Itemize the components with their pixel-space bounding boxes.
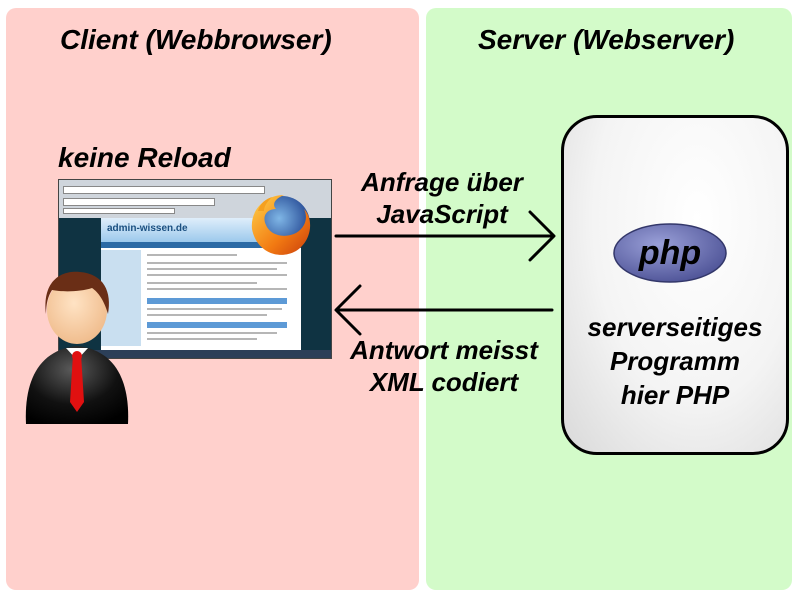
response-label: Antwort meisst XML codiert [324, 334, 564, 398]
server-program-box [561, 115, 789, 455]
server-title: Server (Webserver) [478, 24, 735, 55]
request-arrow [334, 210, 556, 262]
browser-site-name: admin-wissen.de [107, 223, 188, 234]
server-program-line-1: serverseitiges [587, 312, 763, 342]
response-line-1: Antwort meisst [350, 335, 538, 365]
request-line-1: Anfrage über [361, 167, 523, 197]
person-icon [25, 271, 129, 424]
server-program-line-3: hier PHP [620, 380, 730, 410]
client-title: Client (Webbrowser) [60, 24, 332, 55]
browser-taskbar [59, 350, 331, 358]
server-program-label: serverseitiges Programm hier PHP [561, 310, 789, 412]
request-label: Anfrage über JavaScript [322, 166, 562, 230]
php-logo: php [613, 223, 727, 283]
php-logo-text: php [638, 234, 701, 272]
response-line-2: XML codiert [369, 367, 519, 397]
firefox-icon [251, 195, 311, 255]
server-program-line-2: Programm [609, 346, 741, 376]
response-arrow [334, 284, 554, 336]
request-line-2: JavaScript [376, 199, 508, 229]
no-reload-label: keine Reload [58, 142, 231, 173]
